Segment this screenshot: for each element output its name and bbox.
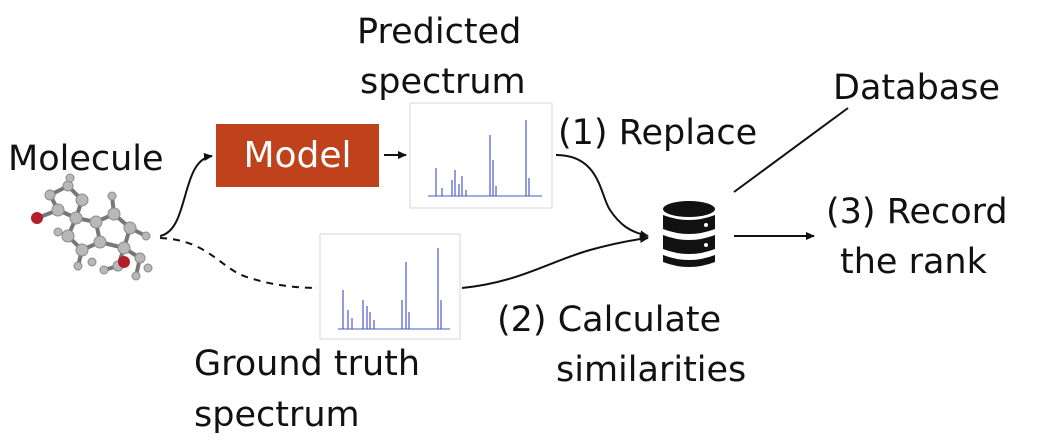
- calculate-label-line2: similarities: [556, 350, 747, 390]
- ground-truth-title-line1: Ground truth: [194, 344, 421, 384]
- database-label: Database: [833, 68, 1001, 108]
- record-label-line2: the rank: [840, 242, 987, 282]
- molecule-to-model-arrow: [159, 153, 213, 237]
- calculate-label-line1: (2) Calculate: [497, 300, 722, 340]
- ground-truth-spectrum-plot: [319, 233, 461, 340]
- predicted-spectrum-title-line2: spectrum: [360, 62, 526, 102]
- record-label-line1: (3) Record: [826, 192, 1008, 232]
- molecule-label: Molecule: [8, 139, 164, 179]
- model-label: Model: [243, 135, 352, 176]
- molecule-to-ground-truth-dashed-line: [159, 237, 319, 289]
- molecule-icon: [31, 173, 153, 281]
- ground-truth-title-line2: spectrum: [194, 395, 360, 435]
- predicted-spectrum-plot: [409, 102, 553, 209]
- predicted-to-database-arrow: [555, 154, 649, 239]
- predicted-spectrum-title-line1: Predicted: [357, 12, 522, 52]
- replace-label: (1) Replace: [558, 113, 758, 153]
- ground-truth-to-database-arrow: [461, 235, 649, 289]
- model-box: Model: [216, 124, 379, 187]
- database-label-leader-line: [733, 107, 849, 193]
- database-icon: [663, 201, 715, 267]
